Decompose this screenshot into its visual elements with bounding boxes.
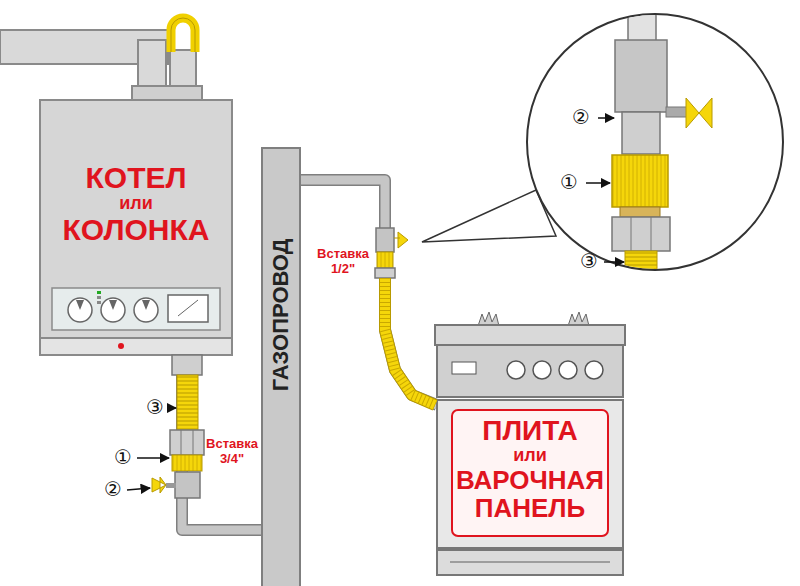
node-title: или bbox=[452, 446, 608, 465]
callout-number: ② bbox=[104, 479, 122, 499]
node-title: или bbox=[40, 194, 232, 213]
callout-number: ① bbox=[560, 172, 578, 192]
insert-label: Вставка 1/2" bbox=[312, 247, 374, 277]
gas-main-band bbox=[262, 148, 300, 586]
flue-pipe bbox=[0, 18, 202, 102]
node-title: ВАРОЧНАЯ ПАНЕЛЬ bbox=[452, 466, 608, 522]
node-title: ПЛИТА bbox=[452, 416, 608, 446]
boiler-box: КОТЕЛилиКОЛОНКА bbox=[40, 100, 232, 338]
gas-pipe bbox=[300, 180, 437, 405]
stove-body bbox=[435, 312, 625, 575]
callout-number: ③ bbox=[580, 251, 598, 271]
insert-label: Вставка 3/4" bbox=[203, 437, 261, 467]
gas-main: ГАЗОПРОВОД bbox=[262, 148, 300, 586]
pipe-label: ГАЗОПРОВОД bbox=[269, 239, 293, 392]
stove-fittings bbox=[375, 228, 435, 405]
boiler-fittings bbox=[152, 355, 204, 498]
callout-number: ① bbox=[114, 447, 132, 467]
detail-inset bbox=[422, 10, 783, 331]
node-title: КОЛОНКА bbox=[40, 214, 232, 246]
stove-box: ПЛИТАилиВАРОЧНАЯ ПАНЕЛЬ bbox=[452, 410, 608, 536]
node-title: КОТЕЛ bbox=[40, 162, 232, 194]
callout-arrows bbox=[127, 118, 624, 490]
boiler-body bbox=[40, 100, 232, 355]
callout-number: ③ bbox=[146, 397, 164, 417]
callout-number: ② bbox=[572, 107, 590, 127]
